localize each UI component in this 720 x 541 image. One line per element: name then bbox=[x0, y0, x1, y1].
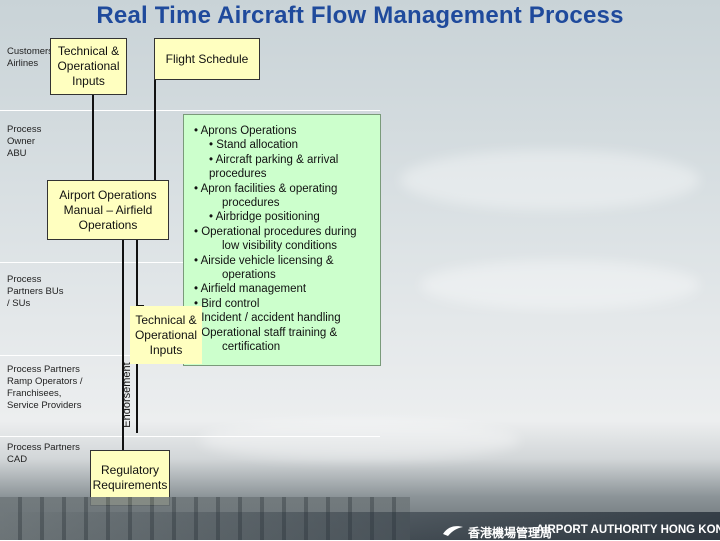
connector-line bbox=[92, 95, 94, 180]
manual-list-item: • Operational staff training & bbox=[194, 326, 338, 339]
regulatory-requirements-box: Regulatory Requirements bbox=[90, 450, 170, 506]
manual-list-item: • Airfield management bbox=[194, 283, 307, 296]
cloud bbox=[400, 150, 700, 210]
lane-divider bbox=[0, 436, 380, 437]
footer-bar bbox=[0, 512, 720, 540]
manual-list-item: • Aircraft parking & arrival bbox=[209, 153, 339, 166]
manual-list-item: • Airside vehicle licensing & bbox=[194, 254, 334, 267]
manual-list-item: • Incident / accident handling bbox=[194, 312, 341, 325]
connector-line bbox=[154, 76, 156, 180]
technical-operational-inputs-box-2: Technical & Operational Inputs bbox=[130, 306, 202, 364]
manual-list-item: • Stand allocation bbox=[209, 139, 299, 152]
manual-list-item: • Bird control bbox=[194, 297, 260, 310]
airport-authority-logo-icon bbox=[443, 526, 463, 536]
manual-list-item: procedures bbox=[222, 197, 280, 209]
airport-operations-manual-box: Airport Operations Manual – Airfield Ope… bbox=[47, 180, 169, 240]
manual-list-item: • Apron facilities & operating bbox=[194, 182, 338, 195]
technical-operational-inputs-box: Technical & Operational Inputs bbox=[50, 38, 127, 95]
footer-english-name: AIRPORT AUTHORITY HONG KONG bbox=[536, 524, 720, 536]
cloud bbox=[200, 420, 520, 460]
manual-list-item: operations bbox=[222, 269, 276, 281]
manual-contents-list: • Aprons Operations• Stand allocation• A… bbox=[183, 114, 381, 366]
manual-list-item: • Operational procedures during bbox=[194, 225, 357, 238]
manual-list-item: • Aprons Operations bbox=[194, 125, 297, 137]
manual-list-item: procedures bbox=[209, 168, 267, 181]
lane-label-ramp-operators: Process Partners Ramp Operators / Franch… bbox=[7, 364, 83, 411]
lane-label-process-owner: Process Owner ABU bbox=[7, 124, 42, 159]
manual-list-item: low visibility conditions bbox=[222, 240, 338, 253]
lane-label-cad: Process Partners CAD bbox=[7, 442, 80, 465]
lane-label-process-partners: Process Partners BUs / SUs bbox=[7, 274, 64, 309]
footer-chinese-name: 香港機場管理局 bbox=[468, 526, 553, 540]
connector-line bbox=[122, 240, 124, 450]
page-title: Real Time Aircraft Flow Management Proce… bbox=[96, 2, 624, 29]
manual-list-item: certification bbox=[222, 341, 281, 353]
endorsement-label: Endorsement bbox=[121, 362, 133, 428]
lane-label-customers: Customers/ Airlines bbox=[7, 46, 56, 69]
manual-list-item: • Airbridge positioning bbox=[209, 211, 320, 224]
cloud bbox=[420, 260, 700, 310]
flight-schedule-box: Flight Schedule bbox=[154, 38, 260, 80]
lane-divider bbox=[0, 110, 380, 111]
